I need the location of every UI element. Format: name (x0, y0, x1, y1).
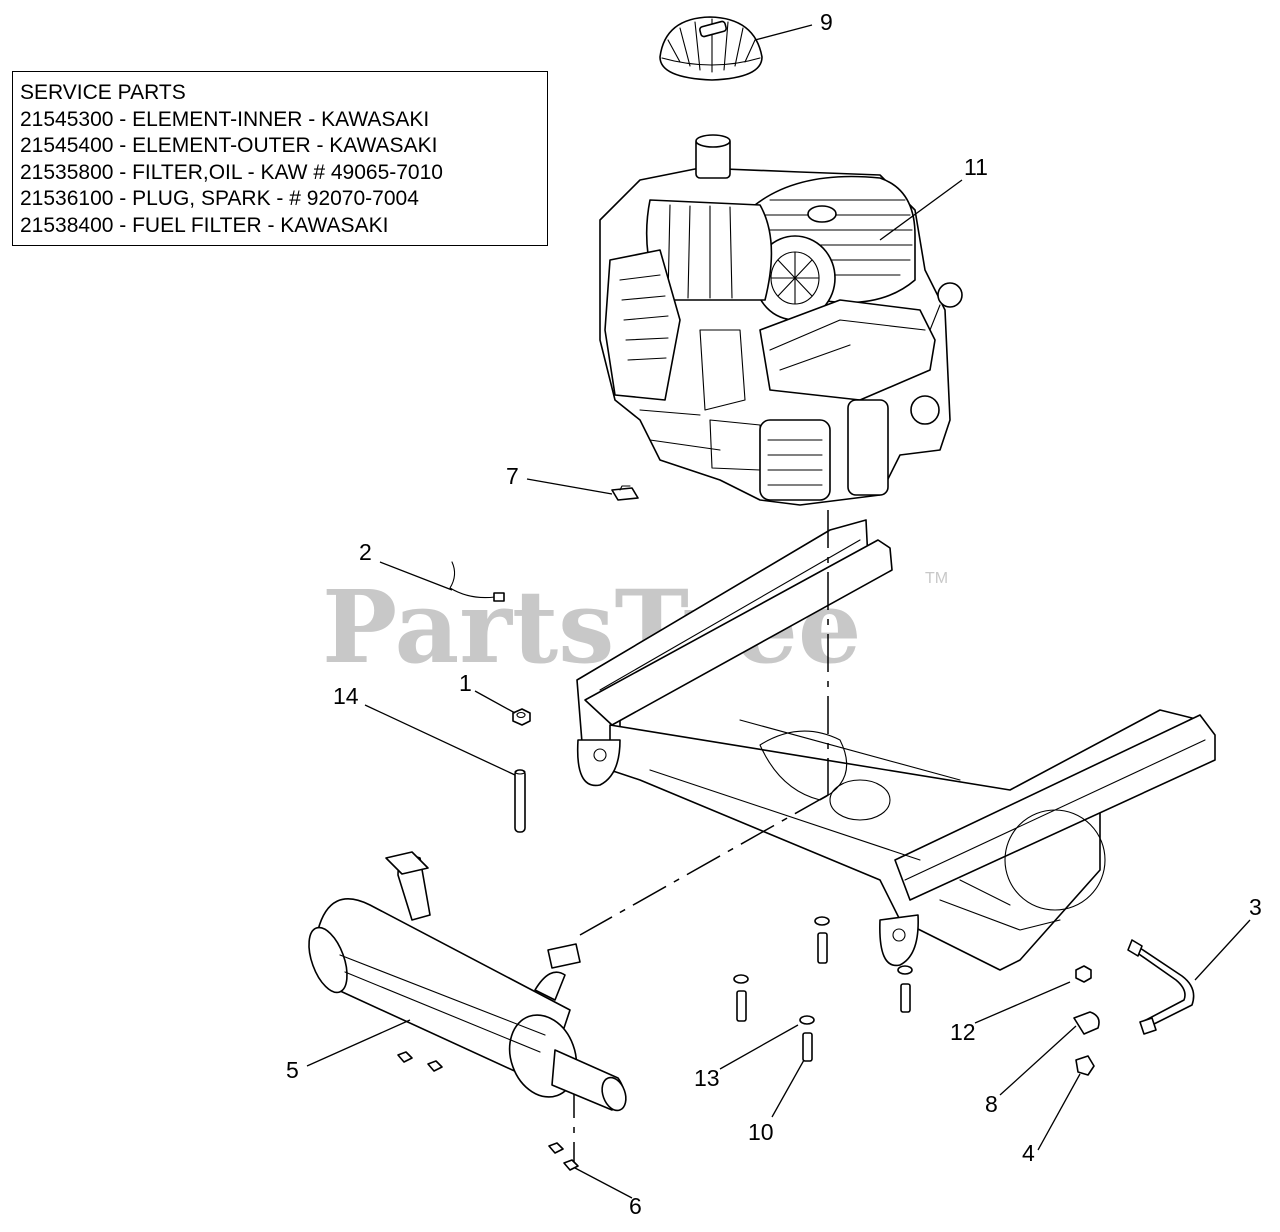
callout-12: 12 (950, 1019, 976, 1045)
service-part-line: 21538400 - FUEL FILTER - KAWASAKI (20, 213, 389, 237)
part-6-nuts[interactable] (548, 1142, 579, 1171)
part-4-fitting[interactable] (1075, 1055, 1095, 1076)
service-parts-heading: SERVICE PARTS (20, 81, 186, 104)
part-14-spacer-rod[interactable] (514, 769, 526, 833)
service-part-line: 21535800 - FILTER,OIL - KAW # 49065-7010 (20, 160, 443, 184)
callout-13: 13 (694, 1065, 720, 1091)
service-part-line: 21545400 - ELEMENT-OUTER - KAWASAKI (20, 134, 438, 157)
part-12-nut[interactable] (1075, 965, 1092, 983)
callout-8: 8 (985, 1091, 998, 1117)
callout-11: 11 (964, 154, 988, 180)
part-11-engine[interactable] (599, 134, 963, 506)
leader-lines (306, 24, 1251, 1199)
callout-4: 4 (1022, 1140, 1035, 1166)
callout-5: 5 (286, 1057, 299, 1083)
callout-9: 9 (820, 9, 833, 35)
service-part-line: 21545300 - ELEMENT-INNER - KAWASAKI (20, 107, 430, 131)
callout-6: 6 (629, 1193, 642, 1219)
callout-1: 1 (459, 670, 472, 696)
callout-3: 3 (1249, 894, 1262, 920)
part-5-muffler[interactable] (301, 851, 630, 1114)
part-3-fuel-line[interactable] (1127, 939, 1195, 1035)
callout-2: 2 (359, 539, 372, 565)
service-part-line: 21536100 - PLUG, SPARK - # 92070-7004 (20, 187, 419, 210)
service-parts-box: SERVICE PARTS 21545300 - ELEMENT-INNER -… (12, 71, 548, 246)
watermark-trademark: TM (925, 570, 948, 587)
part-1-nut[interactable] (512, 708, 531, 726)
frame-chassis (576, 519, 1216, 971)
callout-14: 14 (333, 683, 359, 709)
callout-numbers: 9 11 7 2 1 14 3 5 6 12 8 4 13 10 (286, 9, 1262, 1219)
callout-10: 10 (748, 1119, 774, 1145)
part-7-bracket[interactable] (611, 485, 639, 501)
part-2-wire-harness[interactable] (449, 561, 505, 602)
part-8-clamp[interactable] (1073, 1011, 1100, 1035)
callout-7: 7 (506, 463, 519, 489)
part-9-air-cleaner-cap[interactable] (659, 16, 763, 81)
parts-10-13-bolts-washers[interactable] (733, 916, 913, 1062)
